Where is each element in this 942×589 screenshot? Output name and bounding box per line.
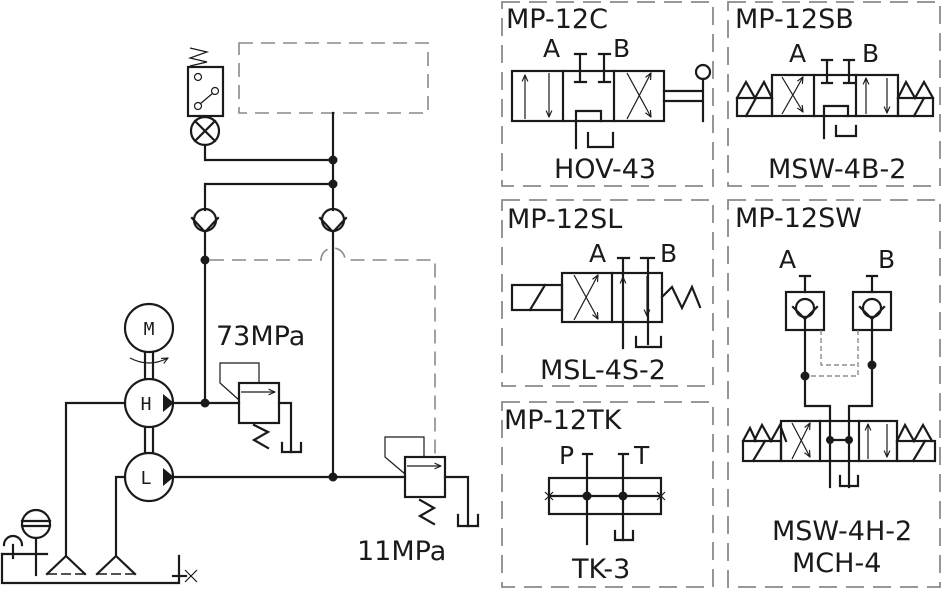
level-gauge-icon xyxy=(20,508,52,540)
spring-icon xyxy=(417,498,437,526)
solenoid-valve-symbol xyxy=(510,256,702,350)
plug-icon xyxy=(544,491,554,501)
model-label-secondary: MCH-4 xyxy=(792,548,881,579)
pressure-switch xyxy=(186,47,225,118)
motor-label: M xyxy=(144,319,155,340)
tank-outline xyxy=(0,552,181,585)
directional-valve-symbol xyxy=(510,52,712,150)
solenoid-valve-symbol xyxy=(735,58,935,140)
solenoid-icon xyxy=(895,439,937,463)
panel-title: MP-12SW xyxy=(735,203,862,234)
panel-mp-12c: MP-12C A B HOV-43 xyxy=(501,1,714,187)
panel-mp-12sw: MP-12SW A B xyxy=(727,199,941,588)
junction-dot xyxy=(328,472,338,482)
solenoid-icon xyxy=(741,439,783,463)
model-label: MSW-4B-2 xyxy=(768,154,906,185)
port-label-p: P xyxy=(559,441,574,470)
panel-title: MP-12SB xyxy=(735,4,854,35)
tank-icon xyxy=(280,441,303,454)
tk-valve-symbol xyxy=(544,452,666,546)
motor: M xyxy=(123,302,175,354)
port-label-a: A xyxy=(589,239,606,268)
pump-l-label: L xyxy=(141,468,152,489)
pilot-line xyxy=(210,247,436,455)
relief-pressure-label-73: 73MPa xyxy=(216,321,305,352)
port-label-a: A xyxy=(789,39,806,68)
relief-valve-11mpa xyxy=(384,436,480,528)
junction-dot xyxy=(845,436,853,444)
plug-icon xyxy=(656,491,666,501)
port-label-a: A xyxy=(543,34,560,63)
panel-title: MP-12C xyxy=(506,4,608,35)
pump-h-label: H xyxy=(141,394,152,415)
junction-dot xyxy=(618,491,628,501)
shaft xyxy=(143,425,155,454)
gauge-line xyxy=(203,143,335,162)
high-pressure-pump: H xyxy=(123,377,175,429)
panel-title: MP-12SL xyxy=(507,204,622,235)
suction-line-l xyxy=(114,475,127,557)
strainer-icon xyxy=(45,554,87,576)
check-valve-icon xyxy=(861,297,883,319)
port-label-b: B xyxy=(613,34,630,63)
pressure-gauge-icon xyxy=(189,115,221,147)
suction-line-h xyxy=(64,401,127,557)
junction-dot xyxy=(582,491,592,501)
relief-pressure-label-11: 11MPa xyxy=(357,536,446,567)
pump-direction-icon xyxy=(163,394,174,412)
junction-dot xyxy=(867,360,877,370)
model-label: MSW-4H-2 xyxy=(772,516,912,547)
panel-mp-12sl: MP-12SL A B MSL-4S-2 xyxy=(501,199,714,387)
switch-spring-icon xyxy=(187,47,210,67)
shaft xyxy=(143,350,155,380)
actuator-block-outline xyxy=(238,42,429,114)
strainer-icon xyxy=(95,554,137,576)
junction-dot xyxy=(800,371,810,381)
check-valve-icon xyxy=(794,297,816,319)
pilot-check-valve-symbol xyxy=(741,274,937,489)
port-label-b: B xyxy=(878,245,895,274)
rotation-arrow-icon xyxy=(129,358,168,363)
model-label: HOV-43 xyxy=(554,154,656,185)
low-pressure-pump: L xyxy=(123,451,175,503)
pump-direction-icon xyxy=(163,468,174,486)
check-valve-icon xyxy=(190,207,220,234)
main-circuit: M H L xyxy=(0,42,480,585)
junction-dot xyxy=(826,436,834,444)
spring-icon xyxy=(660,284,702,311)
tank-icon xyxy=(456,513,480,528)
port-label-b: B xyxy=(660,239,677,268)
port-label-a: A xyxy=(779,245,796,274)
port-label-b: B xyxy=(862,39,879,68)
breather-icon xyxy=(2,534,24,547)
panel-title: MP-12TK xyxy=(504,405,623,436)
drain-plug-icon xyxy=(184,569,198,583)
reservoir xyxy=(0,508,198,585)
branch-line xyxy=(203,182,335,212)
relief-valve-73mpa xyxy=(219,362,303,454)
junction-dot xyxy=(200,398,210,408)
spring-icon xyxy=(251,423,271,450)
panel-mp-12sb: MP-12SB A B MSW-4B-2 xyxy=(727,1,941,187)
check-valve-icon xyxy=(318,207,348,234)
junction-dot xyxy=(200,255,210,265)
port-label-t: T xyxy=(633,441,650,470)
lever-knob-icon xyxy=(694,63,712,81)
panel-mp-12tk: MP-12TK P T TK-3 xyxy=(501,401,714,588)
model-label: TK-3 xyxy=(571,554,630,585)
model-label: MSL-4S-2 xyxy=(540,355,666,386)
